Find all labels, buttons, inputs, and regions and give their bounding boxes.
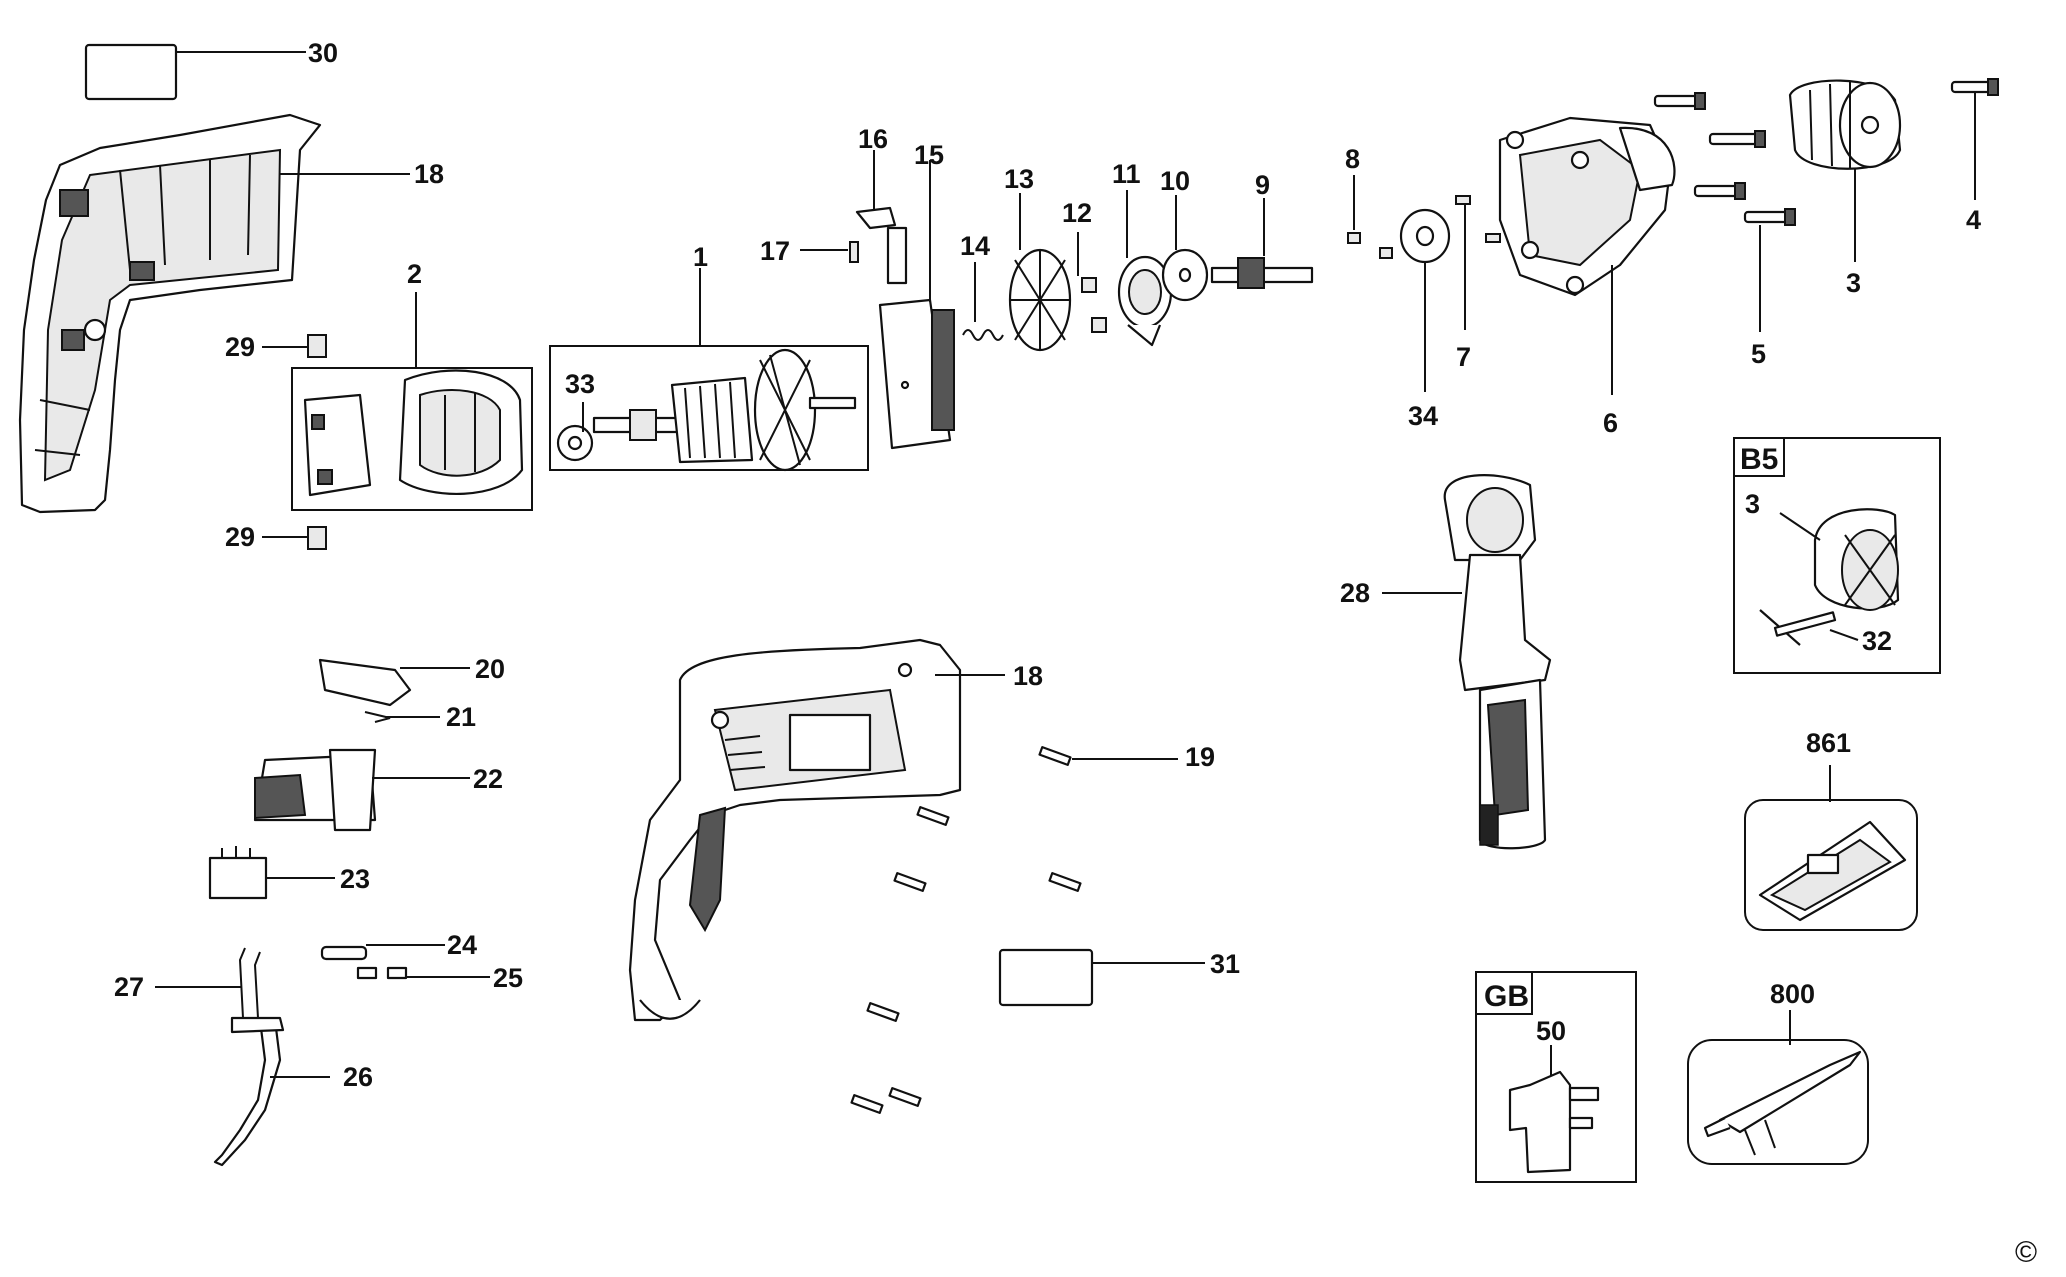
label-13: 13 bbox=[1004, 164, 1034, 194]
label-18-drill: 18 bbox=[1013, 661, 1043, 691]
part-12-pins bbox=[1077, 232, 1107, 333]
label-11: 11 bbox=[1112, 159, 1141, 189]
label-25: 25 bbox=[493, 963, 523, 993]
label-17: 17 bbox=[760, 236, 790, 266]
label-5: 5 bbox=[1751, 339, 1766, 369]
label-22: 22 bbox=[473, 764, 503, 794]
label-8: 8 bbox=[1345, 144, 1360, 174]
label-34: 34 bbox=[1408, 401, 1438, 431]
part-23-capacitor bbox=[208, 846, 335, 900]
part-20-switch-lever bbox=[318, 658, 470, 707]
label-2: 2 bbox=[407, 259, 422, 289]
label-50: 50 bbox=[1536, 1016, 1566, 1046]
label-861: 861 bbox=[1806, 728, 1851, 758]
part-2-field-assembly bbox=[291, 292, 533, 511]
part-1-armature bbox=[549, 268, 869, 472]
part-10-washer bbox=[1161, 195, 1209, 302]
b5-box-label: B5 bbox=[1740, 443, 1778, 476]
label-28: 28 bbox=[1340, 578, 1370, 608]
label-15: 15 bbox=[914, 140, 944, 170]
part-28-side-handle bbox=[1382, 474, 1552, 850]
part-30-label bbox=[84, 43, 306, 101]
part-small-screw bbox=[1379, 247, 1393, 259]
part-19-screws bbox=[850, 746, 1178, 1114]
label-800: 800 bbox=[1770, 979, 1815, 1009]
part-15-bearing-plate bbox=[878, 160, 955, 450]
label-30: 30 bbox=[308, 38, 338, 68]
label-33: 33 bbox=[565, 369, 595, 399]
part-25-screws bbox=[356, 966, 490, 980]
label-18-top: 18 bbox=[414, 159, 444, 189]
part-29-brush-top bbox=[262, 334, 327, 358]
label-19: 19 bbox=[1185, 742, 1215, 772]
part-9-spindle bbox=[1210, 198, 1314, 289]
gb-plug-box: GB bbox=[1475, 971, 1637, 1183]
label-32: 32 bbox=[1862, 626, 1892, 656]
part-21-spring bbox=[364, 711, 440, 723]
label-3-b5: 3 bbox=[1745, 489, 1760, 519]
part-800-tool bbox=[1687, 1010, 1869, 1165]
label-29-top: 29 bbox=[225, 332, 255, 362]
label-20: 20 bbox=[475, 654, 505, 684]
part-7-pins bbox=[1455, 195, 1501, 330]
part-screws-top bbox=[1653, 92, 1766, 200]
label-23: 23 bbox=[340, 864, 370, 894]
label-27: 27 bbox=[114, 972, 144, 1002]
part-17-screw bbox=[800, 241, 859, 263]
part-8-pin bbox=[1347, 175, 1361, 244]
part-16-lever bbox=[855, 150, 908, 285]
label-24: 24 bbox=[447, 930, 477, 960]
part-29-brush-bottom bbox=[262, 526, 327, 550]
copyright-mark: © bbox=[2015, 1236, 2037, 1269]
part-31-plate bbox=[998, 948, 1205, 1007]
label-9: 9 bbox=[1255, 170, 1270, 200]
label-21: 21 bbox=[446, 702, 476, 732]
label-4: 4 bbox=[1966, 205, 1981, 235]
label-6: 6 bbox=[1603, 408, 1618, 438]
part-22-switch bbox=[253, 748, 470, 832]
part-26-cord-guard bbox=[213, 1016, 330, 1167]
label-31: 31 bbox=[1210, 949, 1240, 979]
label-1: 1 bbox=[693, 242, 708, 272]
part-18-assembled-drill bbox=[628, 638, 1005, 1022]
gb-box-label: GB bbox=[1484, 980, 1529, 1013]
part-13-gear bbox=[1008, 193, 1072, 352]
part-11-ring bbox=[1117, 190, 1173, 347]
part-24-cord-clamp bbox=[320, 944, 445, 961]
part-3-chuck bbox=[1788, 79, 1902, 262]
label-26: 26 bbox=[343, 1062, 373, 1092]
label-7: 7 bbox=[1456, 342, 1471, 372]
label-16: 16 bbox=[858, 124, 888, 154]
label-14: 14 bbox=[960, 231, 990, 261]
label-3: 3 bbox=[1846, 268, 1861, 298]
part-34-washer bbox=[1399, 208, 1451, 392]
part-27-power-cord bbox=[155, 947, 261, 1019]
label-29-bottom: 29 bbox=[225, 522, 255, 552]
part-14-spring bbox=[962, 262, 1004, 341]
label-12: 12 bbox=[1062, 198, 1092, 228]
label-10: 10 bbox=[1160, 166, 1190, 196]
part-861-case bbox=[1744, 765, 1918, 931]
part-4-screw bbox=[1950, 78, 1999, 200]
part-18-housing-half bbox=[18, 113, 410, 514]
part-6-gear-housing bbox=[1498, 116, 1676, 395]
part-5-screw bbox=[1743, 208, 1796, 332]
b5-kit-box: B5 bbox=[1733, 437, 1941, 674]
